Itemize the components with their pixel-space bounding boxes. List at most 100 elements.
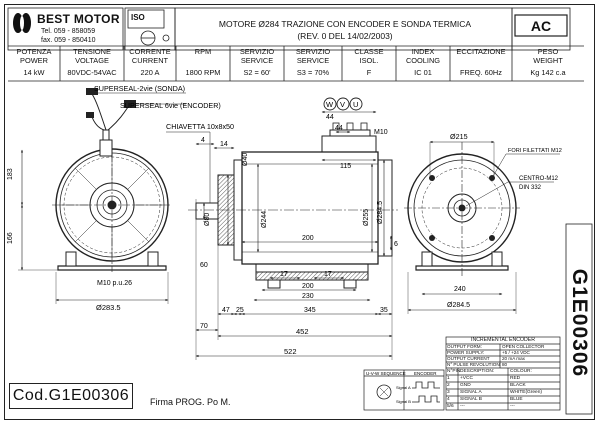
encoder-spec-key: POWER SUPPLY: xyxy=(447,350,485,355)
title-sketch-icon xyxy=(140,30,170,46)
front-view xyxy=(18,129,170,304)
iso-badge: ISO xyxy=(129,11,163,28)
pin-header-cell: DESCRIPTION: xyxy=(460,369,495,374)
terminal-w: W xyxy=(326,100,334,109)
spec-label: PESO WEIGHT xyxy=(533,47,563,65)
pin-header-cell: COLOUR: xyxy=(510,369,532,374)
spec-value: 14 kW xyxy=(23,68,45,77)
cables xyxy=(91,93,131,131)
dim-44-b: 44 xyxy=(335,125,343,132)
terminal-u: U xyxy=(353,100,358,109)
encoder-spec-value: +5 / +24 VDC xyxy=(502,350,530,355)
pin-cell: 4 xyxy=(447,397,450,402)
spec-label: RPM xyxy=(194,47,212,56)
dim-60: 60 xyxy=(200,262,208,269)
dim-4: 4 xyxy=(201,137,205,144)
dim-200-top: 200 xyxy=(302,235,314,242)
logo-mark-icon xyxy=(11,12,33,34)
spec-label: CORRENTE CURRENT xyxy=(129,47,171,65)
vertical-code: G1E00306 xyxy=(566,224,600,424)
encoder-spec-value: 80 xyxy=(502,362,508,367)
encoder-label: ENCODER xyxy=(414,371,437,376)
pin-cell: SIGNAL B xyxy=(460,397,482,402)
terminal-markers xyxy=(323,97,363,111)
dim-m10: M10 xyxy=(374,129,388,136)
dim-14: 14 xyxy=(220,141,228,148)
spec-value: 1800 RPM xyxy=(185,68,221,77)
spec-value: 220 A xyxy=(140,68,160,77)
pin-cell: 2 xyxy=(447,383,450,388)
dim-25: 25 xyxy=(236,307,244,314)
dim-244: Ø244 xyxy=(261,211,268,228)
spec-label: POTENZA POWER xyxy=(16,47,52,65)
encoder-spec-value: 20 mA max xyxy=(502,356,525,361)
fax-number: fax. 059 - 850410 xyxy=(41,37,96,44)
superseal-2-label: SUPERSEAL-2vie (SONDA) xyxy=(94,84,185,93)
pin-cell: BLACK xyxy=(510,383,526,388)
encoder-spec-key: N° PULSE REVOLUTION: xyxy=(447,362,501,367)
dim-2845-side: Ø284.5 xyxy=(377,201,384,224)
spec-label: TENSIONE VOLTAGE xyxy=(73,47,111,65)
logo: BEST MOTOR Tel. 059 - 858059 fax. 059 - … xyxy=(9,9,122,51)
dim-17b: 17 xyxy=(324,271,332,278)
pin-cell: RED xyxy=(510,376,521,381)
tel-number: Tel. 059 - 858059 xyxy=(41,28,96,35)
dim-80: Ø80 xyxy=(204,213,211,226)
dim-240: 240 xyxy=(454,286,466,293)
encoder-spec-key: OUTPUT CURRENT xyxy=(447,356,490,361)
dim-166: 166 xyxy=(7,232,14,244)
dim-255: Ø255 xyxy=(363,209,370,226)
pin-cell: BLUE xyxy=(510,397,523,402)
drawing-title: MOTORE Ø284 TRAZIONE CON ENCODER E SONDA… xyxy=(218,19,472,29)
pin-cell: 5/6 xyxy=(447,404,454,409)
dim-115: 115 xyxy=(340,163,351,170)
dim-200-b: 200 xyxy=(302,283,314,290)
drawing-frame xyxy=(4,4,595,420)
superseal-6-label: SUPERSEAL 6vie (ENCODER) xyxy=(120,101,221,110)
pin-header-cell: N°PIN xyxy=(447,369,461,374)
pin-cell: GND xyxy=(460,383,471,388)
pin-cell: +VCC xyxy=(460,376,473,381)
dim-230: 230 xyxy=(302,293,314,300)
dim-70: 70 xyxy=(200,323,208,330)
pin-cell: --- xyxy=(510,404,515,409)
drawing-revision: (REV. 0 DEL 14/02/2003) xyxy=(297,31,393,41)
dim-47: 47 xyxy=(222,307,230,314)
spec-label: INDEX COOLING xyxy=(405,47,441,65)
bolt-label: M10 p.u.26 xyxy=(97,280,132,287)
vertical-code-text: G1E00306 xyxy=(568,268,591,378)
key-label: CHIAVETTA 10x8x50 xyxy=(166,122,234,131)
spec-value: Kg 142 c.a xyxy=(530,68,566,77)
pin-cell: 3 xyxy=(447,390,450,395)
pin-cell: --- xyxy=(460,404,465,409)
pin-cell: WHITE(Green) xyxy=(510,390,542,395)
ac-badge: AC xyxy=(530,18,552,34)
spec-value: FREQ. 60Hz xyxy=(460,68,502,77)
spec-label: CLASSE ISOL. xyxy=(354,47,384,65)
centro-label-1: CENTRO-M12 xyxy=(519,176,559,182)
side-view xyxy=(166,110,398,360)
encoder-table-grid xyxy=(363,336,561,411)
spec-value: F xyxy=(366,68,372,77)
dim-345: 345 xyxy=(304,307,316,314)
spec-value: IC 01 xyxy=(414,68,432,77)
spec-label: SERVIZIO SERVICE xyxy=(295,47,331,65)
signal-b-label: Signal B xyxy=(396,399,411,404)
vertical-code-box xyxy=(565,223,593,415)
connector-icons xyxy=(86,88,136,118)
encoder-table-title: INCREMENTAL ENCODER xyxy=(471,337,535,343)
dim-522: 522 xyxy=(284,347,297,356)
waveform-icon xyxy=(376,381,440,403)
signature-label: Firma PROG. Po M. xyxy=(150,397,231,407)
terminal-v: V xyxy=(340,100,345,109)
title-block-grid xyxy=(7,7,584,82)
centro-label-2: DIN 332 xyxy=(519,185,542,191)
iso-label: ISO xyxy=(131,13,145,22)
front-width-label: Ø283.5 xyxy=(96,303,121,312)
encoder-spec-value: OPEN COLLECTOR xyxy=(502,344,545,349)
dim-2845-rear: Ø284.5 xyxy=(447,302,470,309)
drawing-code: Cod.G1E00306 xyxy=(9,383,133,409)
spec-label: SERVIZIO SERVICE xyxy=(239,47,275,65)
dim-452: 452 xyxy=(296,327,309,336)
